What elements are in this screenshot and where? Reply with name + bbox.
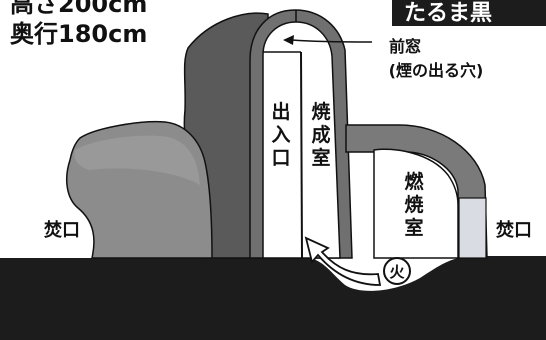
stoke-hole-left-label: 焚口 bbox=[43, 220, 80, 241]
corner-title-badge bbox=[392, 0, 546, 26]
firing-chamber-char-3: 室 bbox=[311, 146, 330, 169]
firing-chamber-char-1: 焼 bbox=[311, 100, 330, 123]
combustion-chamber-area bbox=[373, 148, 459, 259]
mound-front-shade bbox=[74, 135, 200, 185]
chamber-divider bbox=[300, 51, 303, 259]
front-window-arrowhead bbox=[283, 35, 294, 45]
flue-light-panel bbox=[458, 197, 487, 259]
entrance-char-3: 口 bbox=[271, 147, 290, 169]
fire-circle bbox=[383, 257, 411, 285]
front-window-label: 前窓 bbox=[389, 37, 421, 56]
combustion-chamber-char-1: 燃 bbox=[404, 170, 424, 193]
depth-text: 奥行180cm bbox=[10, 20, 147, 48]
front-window-pointer bbox=[291, 39, 373, 43]
ground bbox=[0, 256, 546, 340]
combustion-chamber-char-3: 室 bbox=[404, 216, 423, 239]
firing-chamber-char-2: 成 bbox=[311, 123, 330, 146]
entrance-char-2: 入 bbox=[271, 124, 290, 146]
corner-title-text: たるま黒 bbox=[404, 1, 492, 26]
stoke-hole-right-label: 焚口 bbox=[495, 220, 532, 241]
height-text: 高さ200cm bbox=[10, 0, 147, 18]
combustion-chamber-char-2: 焼 bbox=[404, 193, 423, 216]
entrance-char-1: 出 bbox=[271, 100, 290, 123]
fire-label: 火 bbox=[389, 263, 405, 281]
front-window-note: (煙の出る穴) bbox=[389, 61, 484, 80]
flow-arrow bbox=[304, 236, 382, 286]
